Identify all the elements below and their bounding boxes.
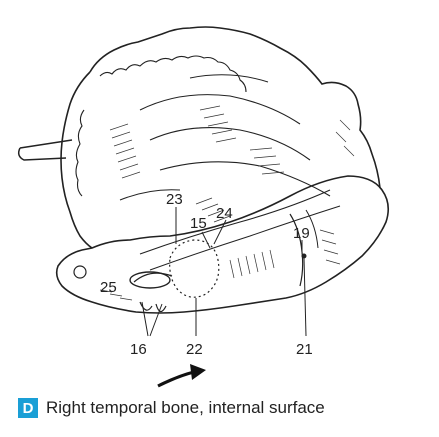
leader-lines (141, 207, 307, 337)
petrous-part (55, 175, 390, 314)
label-25: 25 (100, 279, 117, 296)
label-21: 21 (296, 341, 313, 358)
label-24: 24 (216, 205, 233, 222)
hatching (99, 105, 355, 301)
label-15: 15 (190, 215, 207, 232)
curved-arrow-icon (157, 364, 206, 388)
caption-badge: D (18, 398, 38, 418)
label-19: 19 (293, 225, 310, 242)
caption-text: Right temporal bone, internal surface (46, 398, 325, 417)
figure-caption: D Right temporal bone, internal surface (18, 397, 325, 419)
squamous-part (60, 26, 381, 249)
zygomatic-process (17, 139, 73, 161)
label-22: 22 (186, 341, 203, 358)
labels: 25 23 15 24 19 16 22 21 (100, 191, 313, 358)
label-16: 16 (130, 341, 147, 358)
label-23: 23 (166, 191, 183, 208)
